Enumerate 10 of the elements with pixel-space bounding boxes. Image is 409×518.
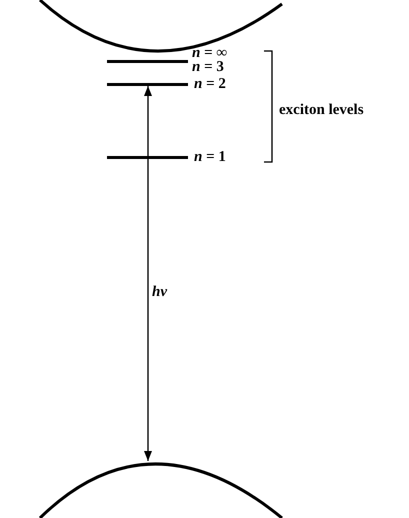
energy-level-line xyxy=(107,60,188,63)
energy-level-line xyxy=(107,83,188,86)
group-label: exciton levels xyxy=(279,103,364,118)
level-label: n = 3 xyxy=(192,60,224,75)
level-label: n = ∞ xyxy=(192,46,228,61)
level-label: n = 2 xyxy=(194,77,226,92)
band-curve xyxy=(39,462,283,518)
energy-level-line xyxy=(107,156,188,159)
double-arrow xyxy=(144,86,152,461)
level-label: n = 1 xyxy=(194,150,226,165)
